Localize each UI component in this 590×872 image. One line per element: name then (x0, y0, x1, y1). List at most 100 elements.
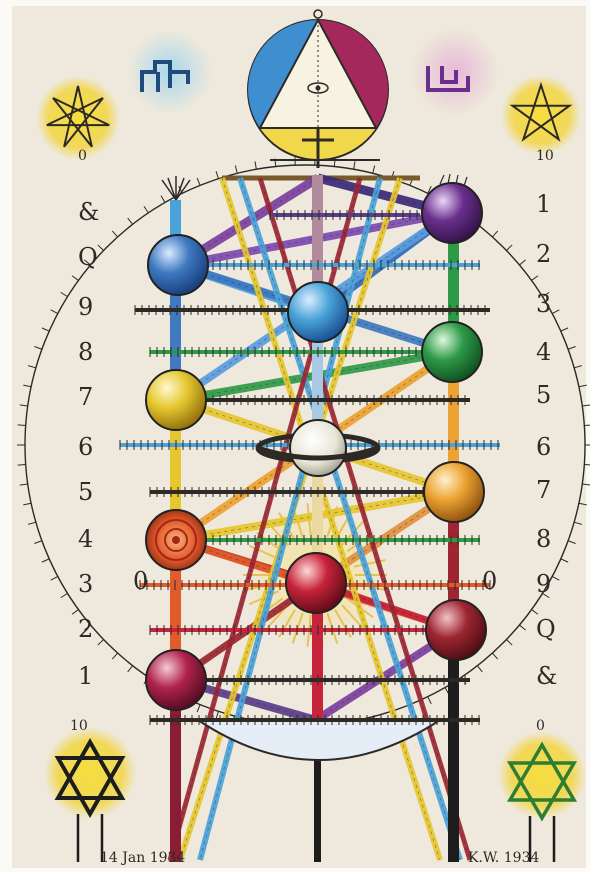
circle-tick (584, 425, 590, 426)
right-number-label: 6 (536, 433, 551, 461)
left-number-label: 1 (78, 662, 93, 690)
circle-tick (579, 503, 587, 505)
circle-tick (42, 559, 49, 562)
circle-tick (61, 593, 68, 597)
circle-tick (20, 405, 28, 406)
circle-tick (51, 576, 58, 580)
circle-tick (579, 385, 587, 387)
circle-tick (18, 465, 26, 466)
signature: K.W. 1934 (468, 850, 539, 866)
circle-tick (128, 218, 133, 224)
circle-tick (506, 245, 512, 251)
sphere-right-green (422, 322, 482, 382)
left-zero-marker: 0 (133, 567, 148, 595)
sphere-top-right (422, 183, 482, 243)
circle-tick (574, 366, 582, 368)
circle-tick (112, 231, 117, 237)
left-number-label: 6 (78, 433, 93, 461)
circle-tick (42, 328, 49, 331)
circle-tick (98, 640, 104, 646)
circle-tick (568, 541, 576, 544)
circle-tick (552, 576, 559, 580)
circle-tick (112, 653, 117, 659)
circle-tick (28, 366, 36, 368)
circle-tick (574, 522, 582, 524)
right-number-label: 8 (536, 525, 551, 553)
circle-tick (235, 166, 237, 174)
circle-tick (61, 292, 68, 296)
circle-tick (216, 171, 218, 179)
circle-tick (72, 276, 78, 281)
circle-tick (506, 640, 512, 646)
circle-tick (492, 653, 497, 659)
eye-triangle-icon (248, 10, 388, 168)
sphere-left-yellow (146, 370, 206, 430)
right-number-label: 2 (536, 240, 551, 268)
circle-tick (98, 245, 104, 251)
circle-tick (492, 231, 497, 237)
circle-tick (128, 666, 133, 672)
circle-tick (34, 346, 42, 349)
left-number-label: 8 (78, 338, 93, 366)
circle-tick (519, 625, 525, 630)
right-number-label: 0 (536, 718, 545, 734)
right-number-label: 9 (536, 570, 551, 598)
left-number-label: 5 (78, 478, 93, 506)
circle-tick (28, 522, 36, 524)
circle-tick (568, 346, 576, 349)
circle-tick (255, 161, 256, 169)
circle-tick (23, 503, 31, 505)
sphere-right-orange (424, 462, 484, 522)
sphere-bottom-magenta (146, 650, 206, 710)
left-number-label: Q (78, 243, 98, 271)
circle-tick (20, 484, 28, 485)
right-number-label: 5 (536, 381, 551, 409)
left-number-label: 10 (70, 718, 88, 734)
right-number-label: 1 (536, 190, 551, 218)
circle-tick (532, 610, 538, 615)
sphere-center-red (286, 553, 346, 613)
circle-tick (373, 166, 375, 174)
left-number-label: 7 (78, 383, 93, 411)
circle-tick (561, 559, 568, 562)
circle-tick (197, 178, 200, 185)
circle-tick (584, 465, 590, 466)
circle-tick (51, 310, 58, 314)
left-number-label: 4 (78, 525, 93, 553)
left-number-label: 2 (78, 615, 93, 643)
sphere-top-left (148, 235, 208, 295)
right-number-label: Q (536, 615, 556, 643)
circle-tick (428, 697, 432, 704)
right-number-label: 4 (536, 338, 551, 366)
sphere-center-top (288, 282, 348, 342)
circle-tick (34, 541, 42, 544)
circle-tick (532, 276, 538, 281)
sprout-icon (162, 176, 190, 200)
circle-tick (354, 161, 355, 169)
date-inscription: 14 Jan 1934 (100, 850, 185, 866)
sphere-left-target (146, 510, 206, 570)
right-number-label: 10 (536, 148, 554, 164)
circle-tick (72, 610, 78, 615)
left-number-label: 3 (78, 570, 93, 598)
left-number-label: & (78, 198, 99, 226)
right-number-column: 10 1 2 3 4 5 6 7 8 9Q & 0 (536, 148, 557, 734)
right-number-label: 7 (536, 476, 551, 504)
circle-tick (161, 196, 165, 203)
circle-tick (144, 206, 148, 213)
circle-tick (519, 260, 525, 265)
right-number-label: 3 (536, 290, 551, 318)
circle-tick (197, 705, 200, 712)
circle-tick (582, 405, 590, 406)
right-number-label: & (536, 662, 557, 690)
circle-tick (477, 666, 482, 672)
circle-tick (561, 328, 568, 331)
circle-tick (23, 385, 31, 387)
sphere-right-dark-red (426, 600, 486, 660)
circle-tick (552, 310, 559, 314)
circle-tick (582, 484, 590, 485)
circle-tick (18, 425, 26, 426)
left-number-label: 0 (78, 148, 87, 164)
